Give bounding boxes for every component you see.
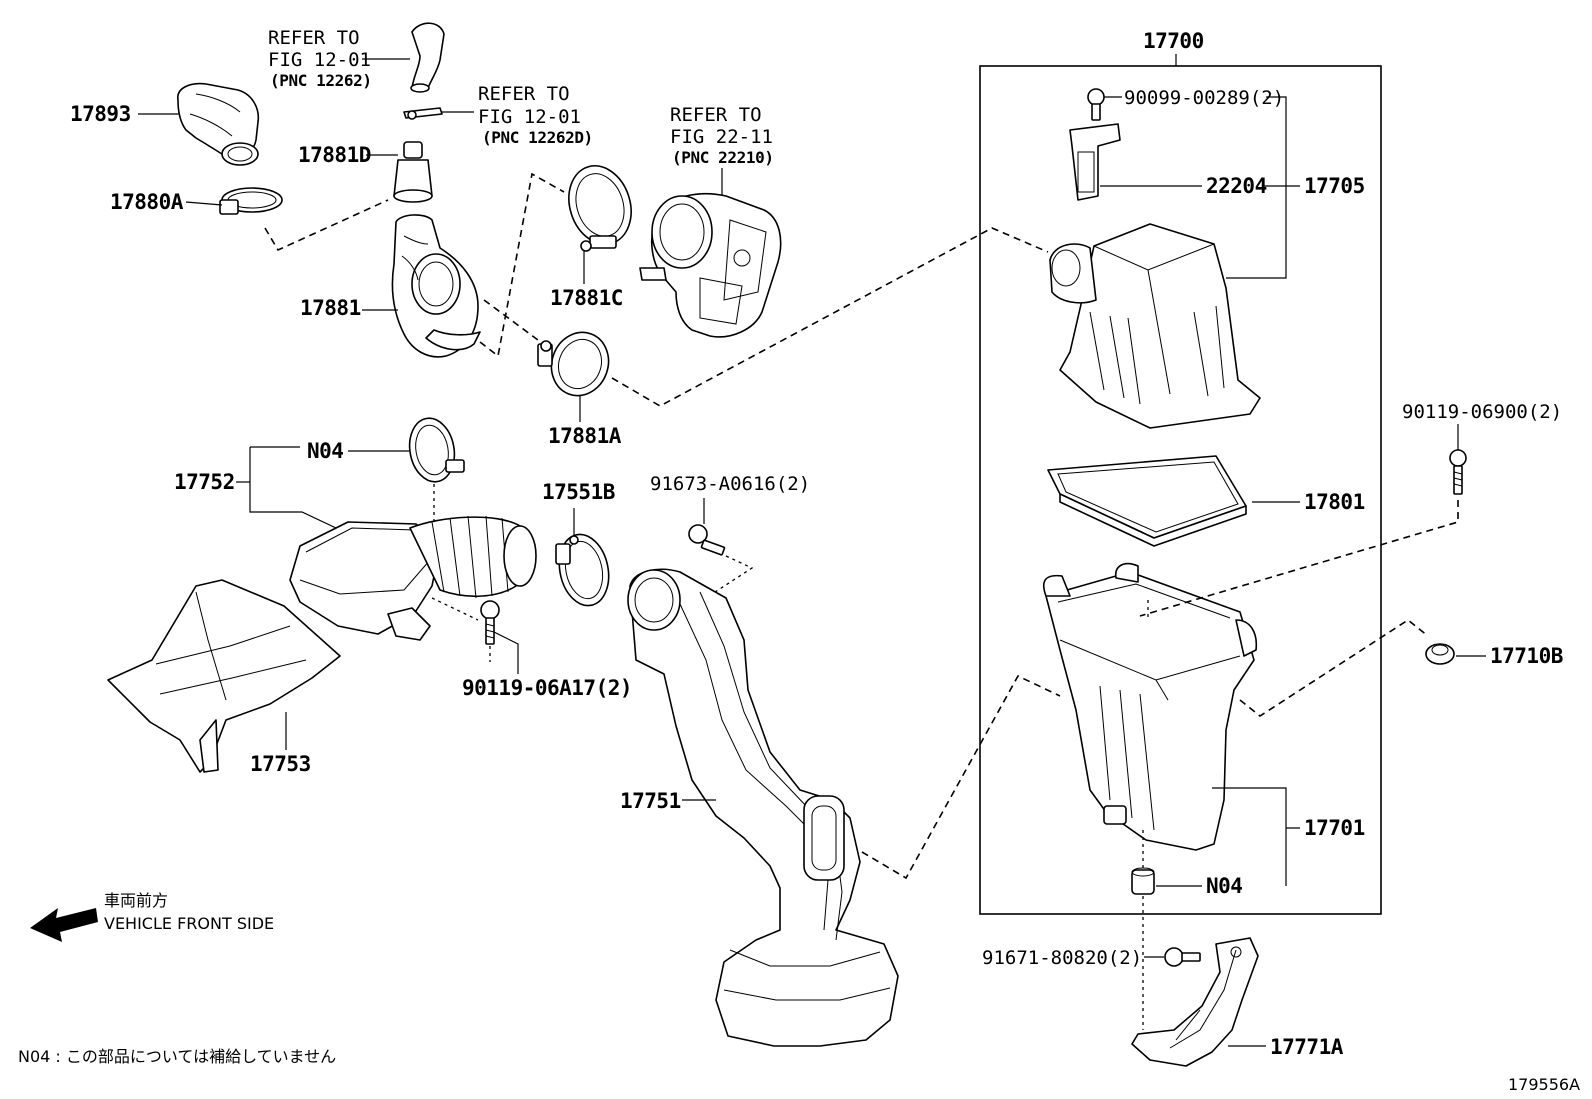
- throttle-body-ref-drawing: [639, 168, 782, 338]
- part-17753-air-deflector: 17753: [107, 579, 341, 776]
- label-n04-bottom: N04: [1206, 874, 1242, 898]
- direction-en: VEHICLE FRONT SIDE: [104, 914, 274, 933]
- guide-line: [1139, 500, 1459, 617]
- part-17705-cleaner-cap: [1049, 223, 1261, 429]
- part-17710b-grommet: 17710B: [1425, 643, 1563, 668]
- part-22204-air-flow-meter: 22204: [1069, 123, 1267, 201]
- label-90099-00289: 90099-00289(2): [1124, 87, 1284, 109]
- label-17710b: 17710B: [1490, 644, 1563, 668]
- label-90119-06a17: 90119-06A17(2): [462, 676, 632, 700]
- label-17881: 17881: [300, 296, 361, 320]
- part-91671-80820-bolt: 91671-80820(2): [982, 947, 1201, 969]
- label-n04-top: N04: [307, 439, 343, 463]
- ref-line: (PNC 12262D): [482, 128, 593, 147]
- reference-fig-12-01-pnc-12262: REFER TO FIG 12-01 (PNC 12262): [268, 27, 372, 90]
- part-17893-hose-elbow: 17893: [70, 82, 260, 166]
- part-n04-hose-clamp: N04: [307, 417, 465, 483]
- part-17801-air-filter-element: 17801: [1047, 455, 1365, 547]
- ref-line: (PNC 22210): [672, 148, 774, 167]
- vehicle-front-direction: 車両前方 VEHICLE FRONT SIDE: [30, 891, 274, 942]
- label-17700: 17700: [1143, 29, 1204, 53]
- reference-fig-22-11-pnc-22210: REFER TO FIG 22-11 (PNC 22210): [670, 104, 774, 167]
- label-17881d: 17881D: [298, 143, 371, 167]
- label-group-17705: 17705: [1226, 96, 1365, 279]
- guide-line: [861, 674, 1061, 880]
- part-17771a-bracket: 17771A: [1131, 937, 1344, 1067]
- guide-line: [264, 199, 389, 252]
- part-17881a-hose-clamp: 17881A: [537, 331, 622, 448]
- label-22204: 22204: [1206, 174, 1267, 198]
- guide-line: [711, 555, 754, 595]
- figure-id: 179556A: [1508, 1075, 1580, 1094]
- part-17881d-hose-joint: 17881D: [298, 141, 433, 203]
- part-17701-cleaner-case: 17701: [1042, 562, 1365, 886]
- label-17551b: 17551B: [542, 480, 615, 504]
- guide-line: [611, 227, 1049, 407]
- part-90119-06900-bolt: 90119-06900(2): [1402, 401, 1562, 495]
- ref-line: (PNC 12262): [270, 71, 372, 90]
- ref-line: REFER TO: [670, 104, 762, 126]
- part-17751-intake-duct: 17751: [620, 568, 899, 1047]
- label-17752: 17752: [174, 470, 235, 494]
- ref-line: FIG 22-11: [670, 126, 773, 148]
- clip-ref-drawing: [403, 107, 474, 120]
- ref-line: REFER TO: [268, 27, 360, 49]
- assembly-frame-17700: [979, 65, 1382, 915]
- label-17880a: 17880A: [110, 190, 184, 214]
- part-17880a-hose-clamp: 17880A: [110, 187, 283, 215]
- label-17771a: 17771A: [1270, 1035, 1344, 1059]
- label-17881a: 17881A: [548, 424, 622, 448]
- label-17701: 17701: [1304, 816, 1365, 840]
- part-17881c-hose-clamp: 17881C: [550, 165, 632, 310]
- arrow-left-icon: [30, 908, 98, 942]
- guide-line: [431, 597, 491, 662]
- breather-hose-ref-drawing: [362, 22, 445, 93]
- part-17881-intake-elbow: 17881: [300, 214, 481, 358]
- direction-jp: 車両前方: [104, 891, 168, 910]
- part-17752-air-hose: 17752: [174, 446, 537, 641]
- ref-line: FIG 12-01: [478, 106, 581, 128]
- label-91673-a0616: 91673-A0616(2): [650, 473, 810, 495]
- part-90119-06a17-bolt: 90119-06A17(2): [462, 600, 633, 700]
- footnote: N04 : この部品については補給していません: [18, 1047, 336, 1066]
- part-n04-grommet: N04: [1131, 867, 1243, 898]
- ref-line: FIG 12-01: [268, 49, 371, 71]
- guide-line: [483, 299, 539, 341]
- label-17801: 17801: [1304, 490, 1365, 514]
- part-90099-00289-screw: 90099-00289(2): [1087, 87, 1284, 121]
- guide-line: [479, 172, 565, 358]
- label-90119-06900: 90119-06900(2): [1402, 401, 1562, 423]
- label-91671-80820: 91671-80820(2): [982, 947, 1142, 969]
- part-91673-a0616-bolt: 91673-A0616(2): [650, 473, 810, 556]
- label-17881c: 17881C: [550, 286, 623, 310]
- part-17551b-hose-clamp: 17551B: [542, 480, 615, 607]
- guide-line: [1239, 619, 1429, 717]
- ref-line: REFER TO: [478, 83, 570, 105]
- label-17751: 17751: [620, 789, 681, 813]
- label-17893: 17893: [70, 102, 131, 126]
- label-17705: 17705: [1304, 174, 1365, 198]
- label-17753: 17753: [250, 752, 311, 776]
- reference-fig-12-01-pnc-12262d: REFER TO FIG 12-01 (PNC 12262D): [478, 83, 593, 147]
